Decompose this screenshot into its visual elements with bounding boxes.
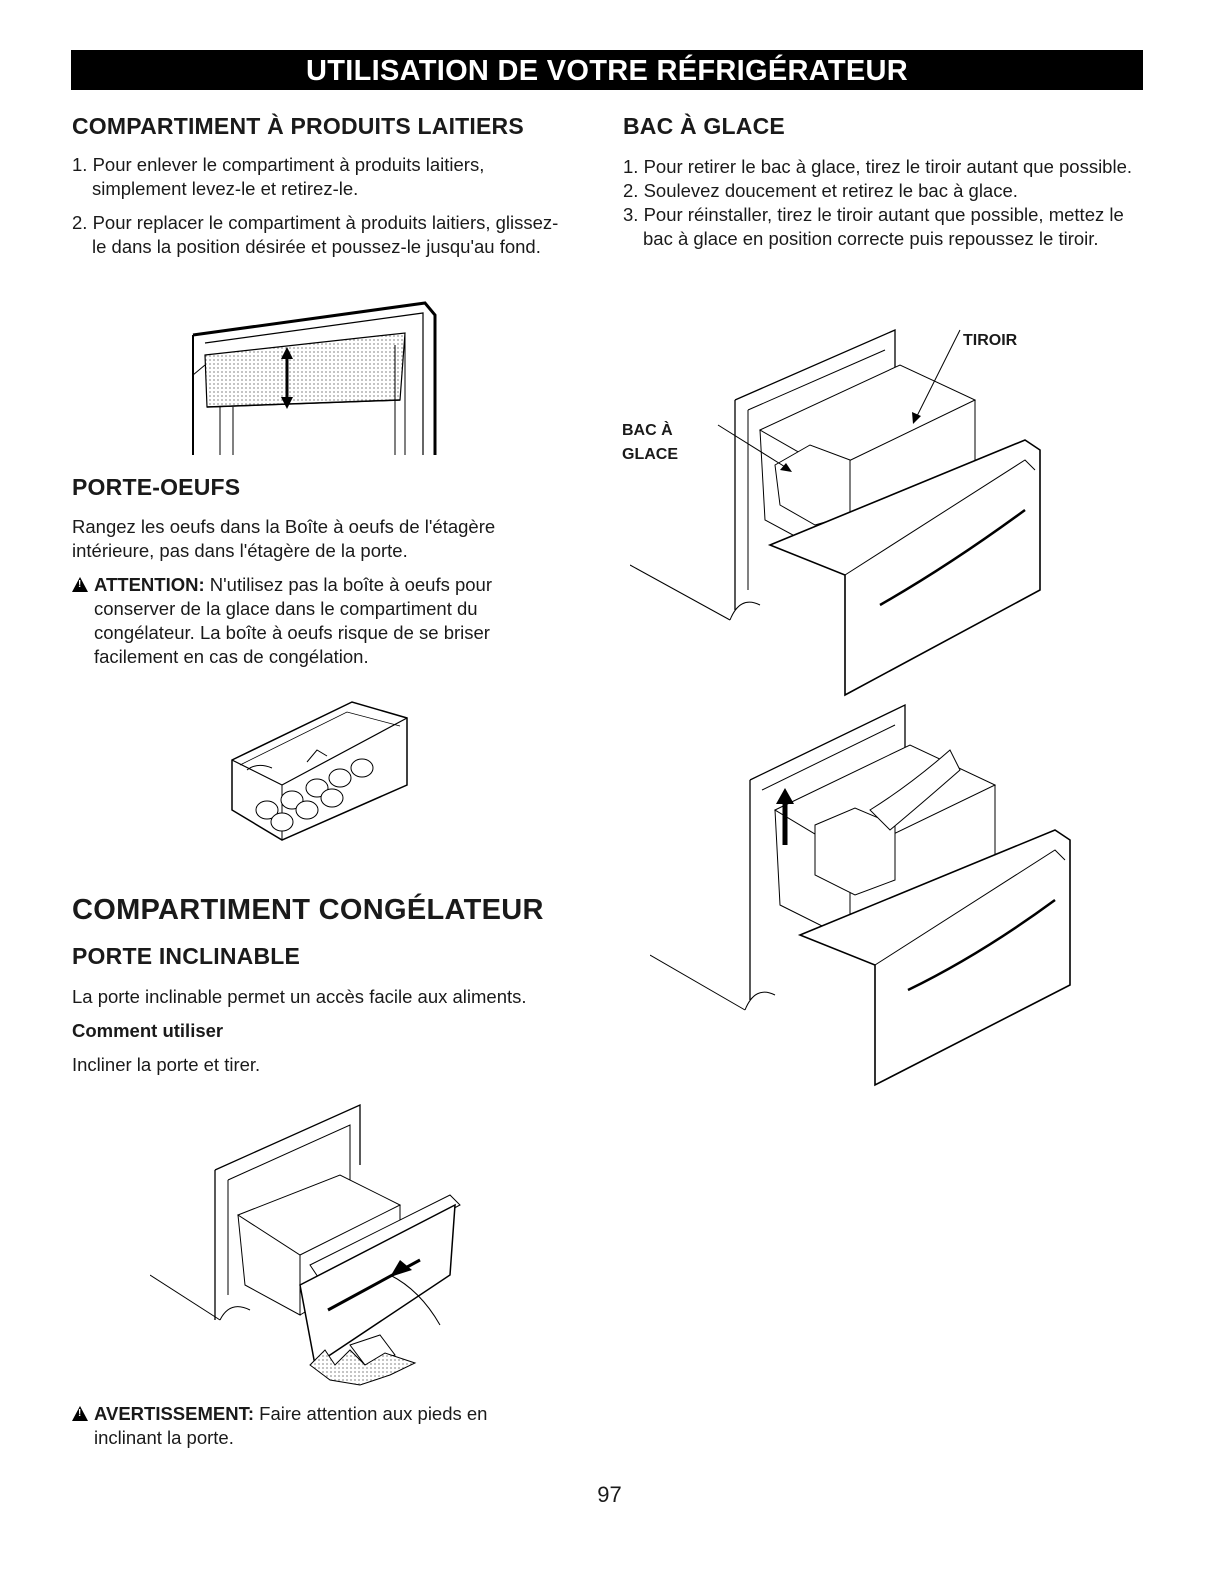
dairy-step-2: 2. Pour replacer le compartiment à produ… <box>72 212 559 257</box>
dairy-heading: COMPARTIMENT À PRODUITS LAITIERS <box>72 113 524 139</box>
label-drawer: TIROIR <box>963 332 1018 349</box>
ice-section: BAC À GLACE <box>623 113 1143 140</box>
ice-steps: 1. Pour retirer le bac à glace, tirez le… <box>623 155 1143 251</box>
freezer-howto-text: Incliner la porte et tirer. <box>72 1054 261 1075</box>
freezer-warning: AVERTISSEMENT: Faire attention aux pieds… <box>72 1402 552 1450</box>
freezer-text: La porte inclinable permet un accès faci… <box>72 986 527 1007</box>
label-ice-bin-line2: GLACE <box>622 446 678 463</box>
dairy-steps: 1. Pour enlever le compartiment à produi… <box>72 153 572 259</box>
ice-bin-drawer-illustration <box>630 329 1041 697</box>
eggs-section: PORTE-OEUFS <box>72 474 572 501</box>
warning-label: AVERTISSEMENT: <box>94 1403 255 1424</box>
freezer-subsection: PORTE INCLINABLE <box>72 943 572 970</box>
dairy-compartment-illustration <box>192 301 437 455</box>
ice-heading: BAC À GLACE <box>623 113 785 139</box>
freezer-howto-label: Comment utiliser <box>72 1020 224 1041</box>
page-number: 97 <box>597 1482 622 1507</box>
ice-step-3: 3. Pour réinstaller, tirez le tiroir aut… <box>623 204 1124 249</box>
ice-step-1: 1. Pour retirer le bac à glace, tirez le… <box>623 156 1133 177</box>
dairy-step-1: 1. Pour enlever le compartiment à produi… <box>72 154 485 199</box>
eggs-text: Rangez les oeufs dans la Boîte à oeufs d… <box>72 516 496 561</box>
freezer-subheading: PORTE INCLINABLE <box>72 943 301 969</box>
egg-box-illustration <box>231 701 408 841</box>
eggs-text-block: Rangez les oeufs dans la Boîte à oeufs d… <box>72 515 572 669</box>
ice-bin-removal-illustration <box>650 703 1071 1087</box>
tilting-door-illustration <box>150 1103 461 1386</box>
freezer-text-block: La porte inclinable permet un accès faci… <box>72 985 592 1077</box>
ice-step-2: 2. Soulevez doucement et retirez le bac … <box>623 180 1018 201</box>
freezer-heading: COMPARTIMENT CONGÉLATEUR <box>72 894 544 926</box>
eggs-attention: ATTENTION: N'utilisez pas la boîte à oeu… <box>72 573 572 669</box>
warning-triangle-icon <box>72 577 88 592</box>
attention-label: ATTENTION: <box>94 574 205 595</box>
page-header-banner: UTILISATION DE VOTRE RÉFRIGÉRATEUR <box>71 50 1143 90</box>
freezer-section: COMPARTIMENT CONGÉLATEUR <box>72 894 612 927</box>
label-ice-bin-line1: BAC À <box>622 422 673 439</box>
eggs-heading: PORTE-OEUFS <box>72 474 241 500</box>
dairy-section: COMPARTIMENT À PRODUITS LAITIERS <box>72 113 572 140</box>
attention-text: N'utilisez pas la boîte à oeufs pour con… <box>94 574 493 667</box>
warning-text: Faire attention aux pieds en inclinant l… <box>94 1403 488 1448</box>
freezer-warning-block: AVERTISSEMENT: Faire attention aux pieds… <box>72 1402 552 1450</box>
warning-triangle-icon <box>72 1406 88 1421</box>
